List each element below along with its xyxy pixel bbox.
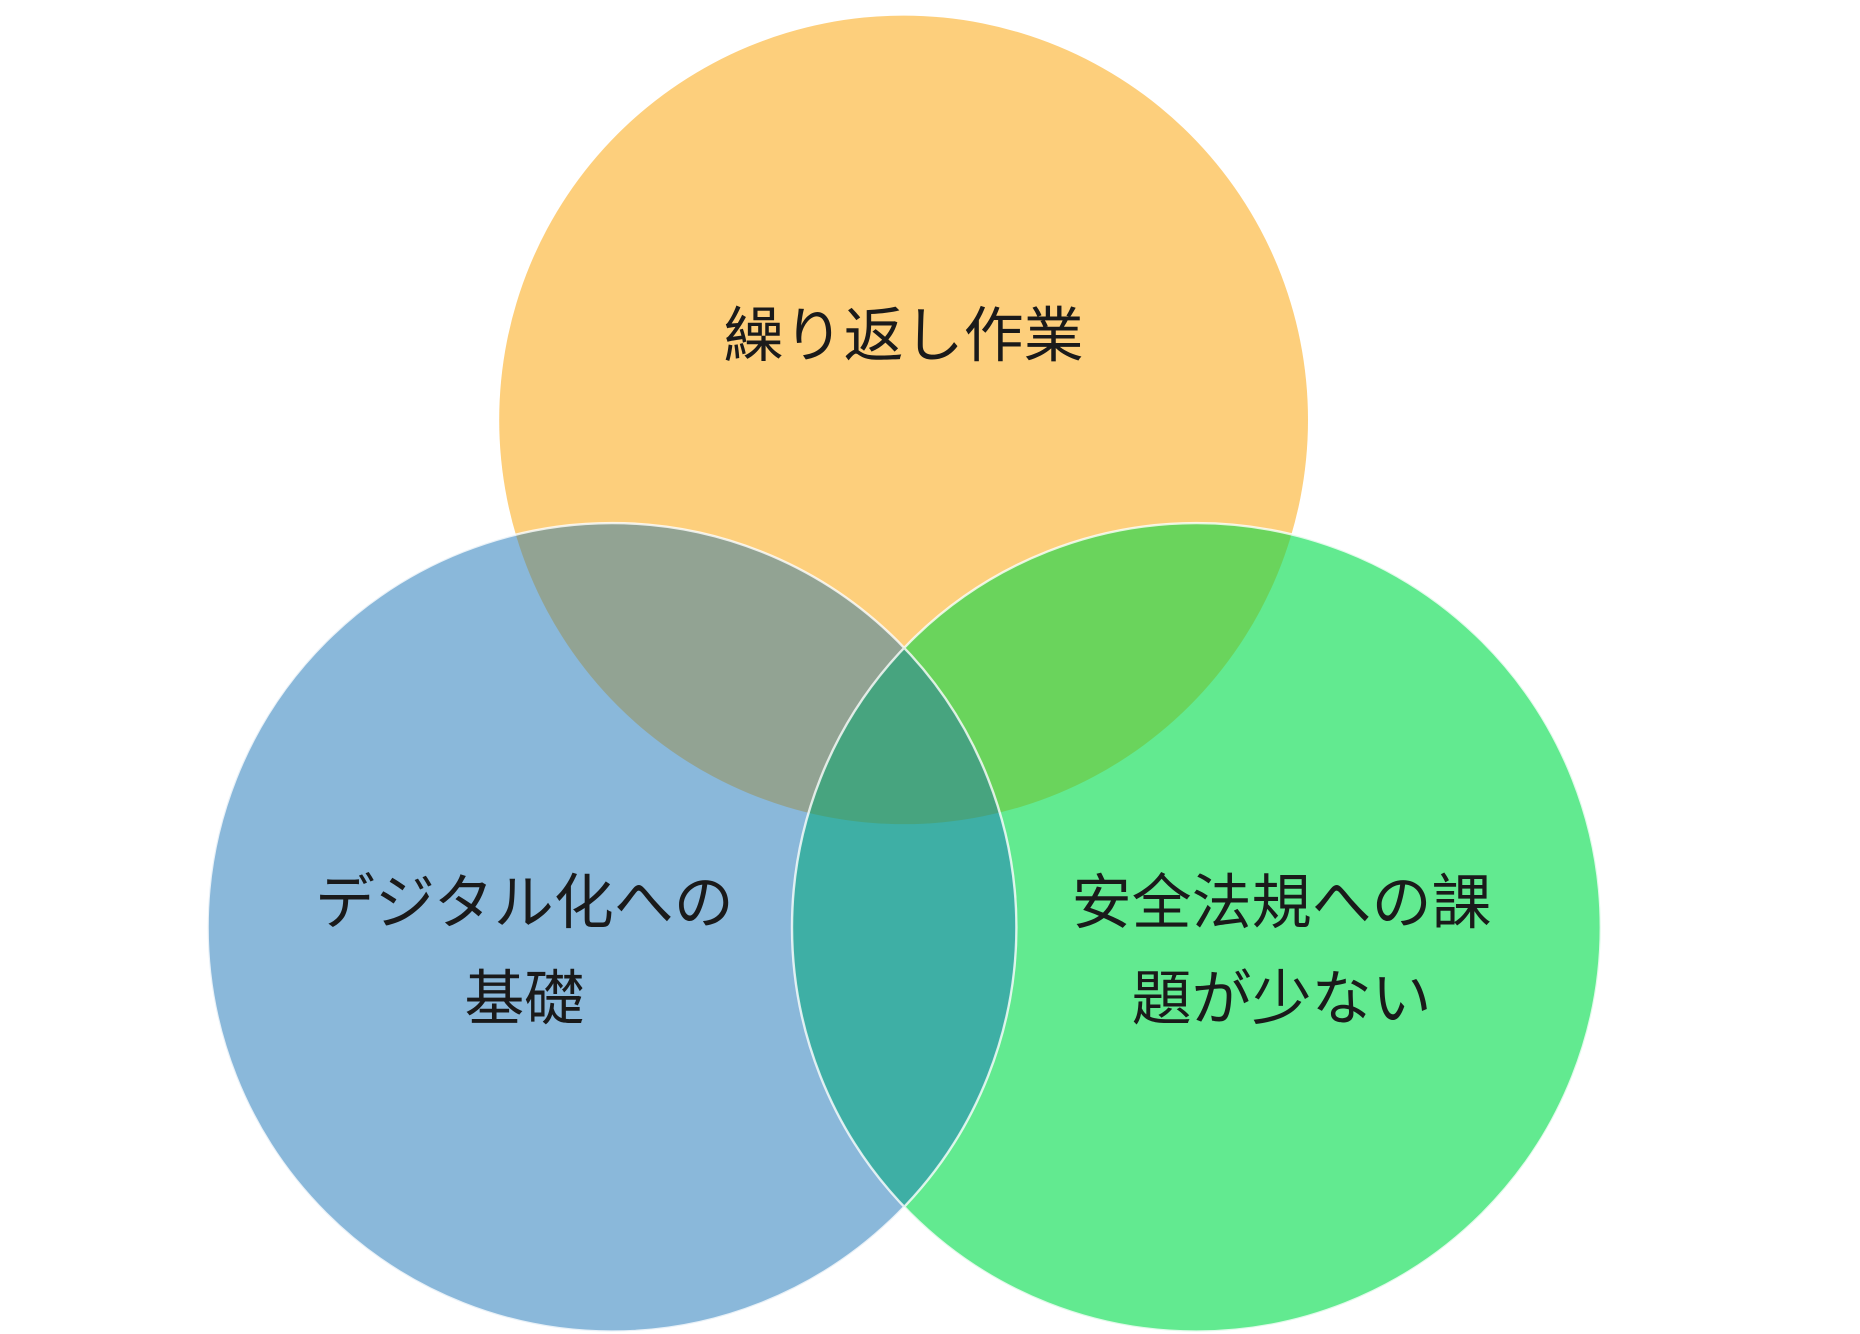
label-left-line2: 基礎 (464, 965, 584, 1035)
label-top: 繰り返し作業 (724, 301, 1084, 371)
overlap-top-left (499, 523, 1017, 825)
circle-right-outline (790, 521, 1602, 1333)
label-right-line2: 題が少ない (1132, 965, 1432, 1035)
circle-left-outline (206, 521, 1018, 1333)
label-left-line1: デジタル化への (315, 869, 734, 939)
overlap-top-right (791, 523, 1308, 825)
label-right-line1: 安全法規への課 (1072, 869, 1492, 939)
